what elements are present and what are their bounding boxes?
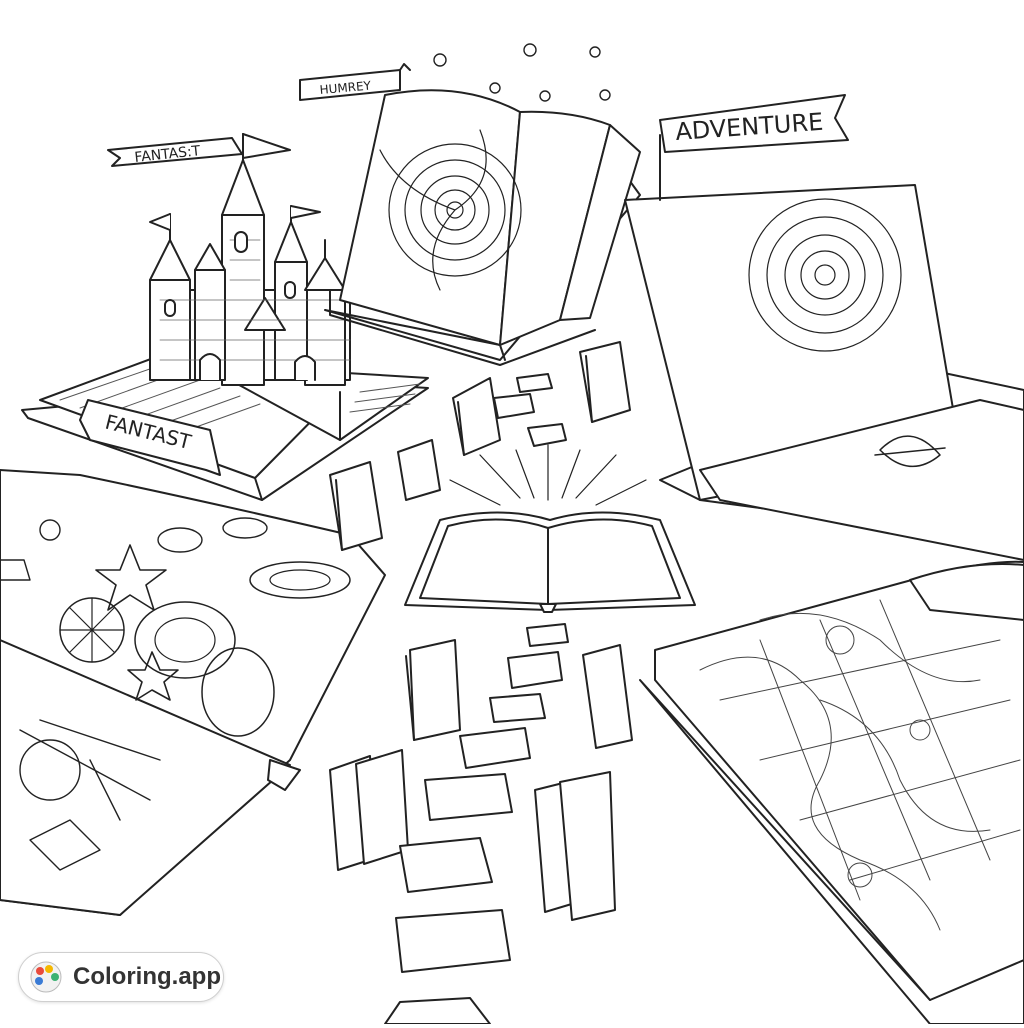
book-flag-label: HUMREY (319, 79, 372, 97)
coloring-app-badge[interactable]: Coloring.app (18, 952, 224, 1002)
celestial-book (0, 469, 386, 916)
castle-book: FANTAS:T FANTAST (21, 133, 429, 501)
center-book (404, 444, 696, 613)
castle-flag-label: FANTAS:T (134, 143, 202, 166)
castle (149, 133, 351, 386)
stepping-stones (384, 373, 569, 1025)
small-books (329, 341, 633, 921)
palette-icon (30, 961, 62, 993)
adventure-book: ADVENTURE (624, 94, 1024, 561)
map-book (639, 560, 1024, 1025)
badge-label: Coloring.app (73, 963, 221, 990)
swirl-book: HUMREY (299, 43, 641, 366)
